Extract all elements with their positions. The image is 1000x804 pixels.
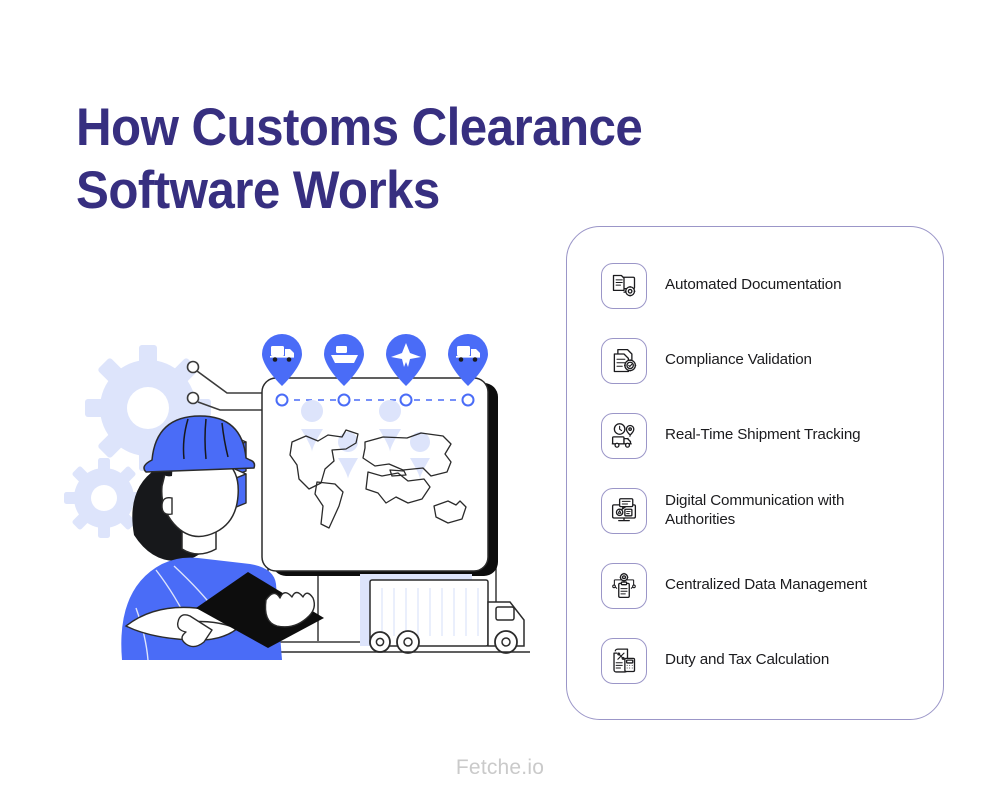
monitor-chat-icon bbox=[601, 487, 647, 534]
pin-truck-1 bbox=[262, 334, 302, 386]
document-check-gear-icon bbox=[601, 337, 647, 384]
transport-pins bbox=[262, 334, 488, 386]
feature-item-centralized-data-management[interactable]: Centralized Data Management bbox=[601, 548, 917, 623]
worker-illustration bbox=[121, 415, 324, 661]
receipt-calculator-icon bbox=[601, 637, 647, 684]
feature-item-real-time-shipment-tracking[interactable]: Real-Time Shipment Tracking bbox=[601, 398, 917, 473]
feature-item-duty-and-tax-calculation[interactable]: Duty and Tax Calculation bbox=[601, 623, 917, 698]
feature-label: Automated Documentation bbox=[665, 276, 842, 294]
document-monitor-gear-icon bbox=[601, 262, 647, 309]
feature-label: Compliance Validation bbox=[665, 351, 812, 369]
features-card: Automated Documentation Compliance Valid… bbox=[566, 226, 944, 720]
circuit-lines-icon bbox=[186, 360, 275, 411]
map-location-pins-icon bbox=[301, 400, 431, 479]
feature-item-digital-communication-with-authorities[interactable]: Digital Communication with Authorities bbox=[601, 473, 917, 548]
footer-brand: Fetche.io bbox=[455, 756, 545, 779]
pin-plane bbox=[386, 334, 426, 386]
feature-label: Duty and Tax Calculation bbox=[665, 651, 830, 669]
pin-ship bbox=[324, 334, 364, 386]
feature-label: Centralized Data Management bbox=[665, 576, 867, 594]
pin-truck-2 bbox=[448, 334, 488, 386]
clipboard-network-gear-icon bbox=[601, 562, 647, 609]
world-map-screen bbox=[261, 377, 489, 572]
feature-item-automated-documentation[interactable]: Automated Documentation bbox=[601, 248, 917, 323]
page-title: How Customs Clearance Software Works bbox=[76, 98, 643, 221]
truck-clock-pin-icon bbox=[601, 412, 647, 459]
feature-label: Real-Time Shipment Tracking bbox=[665, 426, 861, 444]
feature-label: Digital Communication with Authorities bbox=[665, 491, 845, 528]
feature-item-compliance-validation[interactable]: Compliance Validation bbox=[601, 323, 917, 398]
hero-illustration bbox=[60, 330, 560, 690]
delivery-truck-icon bbox=[268, 574, 530, 654]
features-list: Automated Documentation Compliance Valid… bbox=[567, 227, 943, 719]
